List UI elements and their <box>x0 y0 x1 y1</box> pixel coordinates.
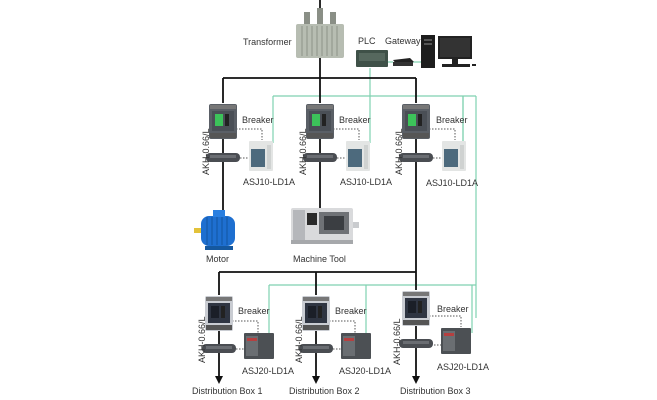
breaker-icon <box>402 104 430 139</box>
asj20-relay-icon <box>244 333 274 359</box>
current-transformer-icon <box>202 344 236 353</box>
asj20-relay-icon <box>341 333 371 359</box>
asj10-relay-icon <box>346 141 370 171</box>
arrow-heads <box>215 376 420 384</box>
arrow-down-icon <box>215 376 223 384</box>
breaker-icon <box>302 296 330 331</box>
gateway-label: Gateway <box>385 36 421 46</box>
breaker-label: Breaker <box>339 115 371 125</box>
monitor-label: ASJ10-LD1A <box>340 177 393 187</box>
breaker-label: Breaker <box>238 306 270 316</box>
plc-icon <box>356 50 388 67</box>
breaker-label: Breaker <box>437 304 469 314</box>
breaker-label: Breaker <box>436 115 468 125</box>
current-transformer-icon <box>303 153 337 162</box>
monitor-label: ASJ20-LD1A <box>339 366 392 376</box>
ct-label: AKH-0.66/L <box>201 128 211 175</box>
ct-label: AKH-0.66/L <box>394 128 404 175</box>
transformer-label: Transformer <box>243 37 292 47</box>
machine-tool-label: Machine Tool <box>293 254 346 264</box>
breaker-icon <box>402 291 430 326</box>
current-transformer-icon <box>299 344 333 353</box>
monitor-label: ASJ10-LD1A <box>426 178 479 188</box>
ct-label: AKH-0.66/L <box>392 318 402 365</box>
motor-label: Motor <box>206 254 230 264</box>
ct-label: AKH-0.66/L <box>294 316 304 363</box>
plc-label: PLC <box>358 36 376 46</box>
computer-icon <box>421 35 476 68</box>
transformer-icon <box>296 8 344 58</box>
ct-label: AKH-0.66/L <box>197 316 207 363</box>
breaker-icon <box>306 104 334 139</box>
motor-icon <box>194 210 235 250</box>
distribution-box-label: Distribution Box 2 <box>289 386 360 396</box>
current-transformer-icon <box>399 153 433 162</box>
control-links <box>230 128 462 350</box>
current-transformer-icon <box>206 153 240 162</box>
monitor-label: ASJ20-LD1A <box>242 366 295 376</box>
breaker-icon <box>205 296 233 331</box>
breaker-label: Breaker <box>335 306 367 316</box>
arrow-down-icon <box>412 376 420 384</box>
gateway-icon <box>393 58 414 66</box>
breaker-icon <box>209 104 237 139</box>
asj20-relay-icon <box>441 328 471 354</box>
current-transformer-icon <box>399 339 433 348</box>
distribution-box-label: Distribution Box 1 <box>192 386 263 396</box>
distribution-box-label: Distribution Box 3 <box>400 386 471 396</box>
asj10-relay-icon <box>442 141 466 171</box>
breaker-label: Breaker <box>242 115 274 125</box>
machine-tool-icon <box>291 208 359 244</box>
monitor-label: ASJ10-LD1A <box>243 177 296 187</box>
communication-lines <box>268 61 477 333</box>
monitor-label: ASJ20-LD1A <box>437 362 490 372</box>
arrow-down-icon <box>312 376 320 384</box>
asj10-relay-icon <box>249 141 273 171</box>
ct-label: AKH-0.66/L <box>298 128 308 175</box>
